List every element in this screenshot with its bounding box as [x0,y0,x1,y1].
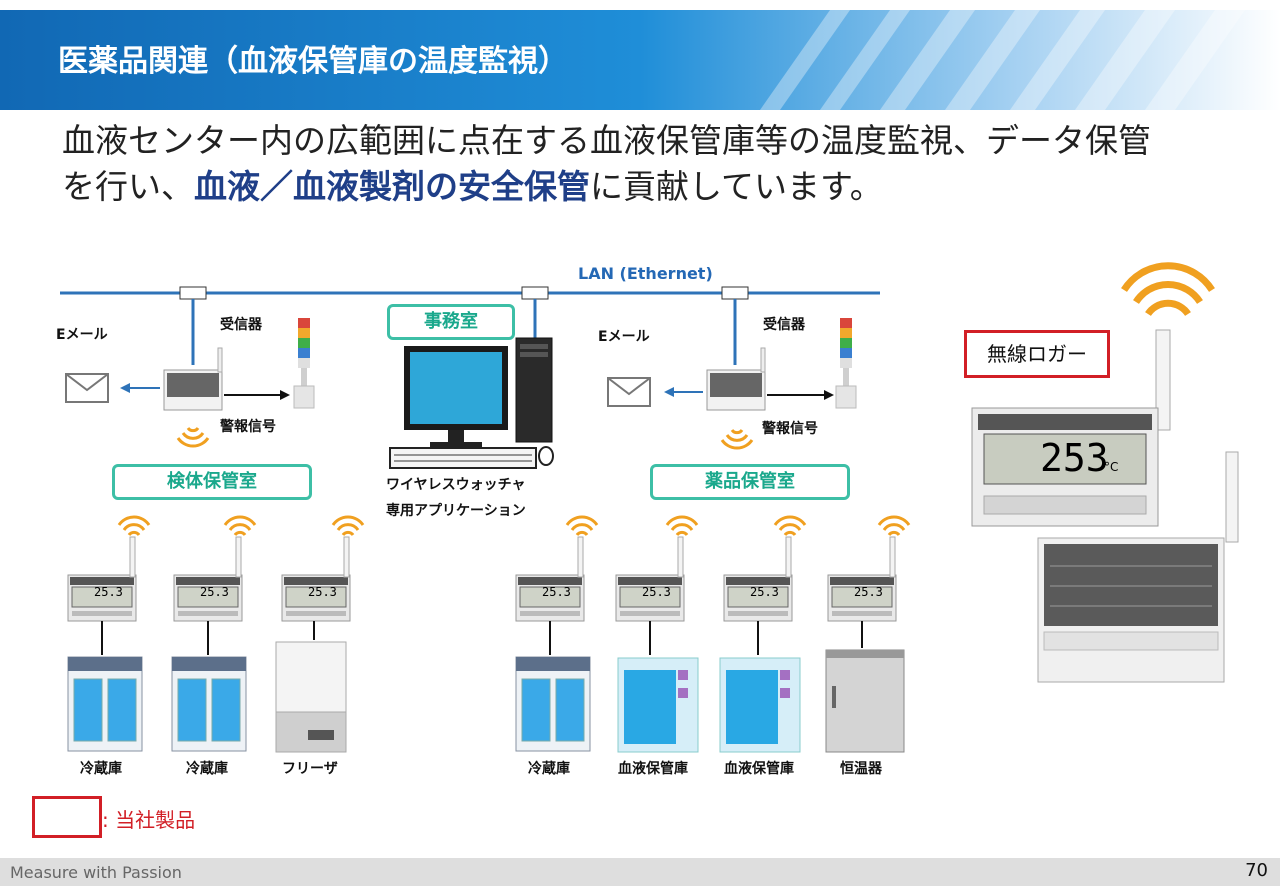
logger-left-1 [67,536,137,622]
equip-label-left-2: 冷蔵庫 [186,761,228,777]
large-logger-wifi-icon [1121,262,1215,317]
large-receiver-antenna [1225,451,1239,543]
lan-node-center [521,286,549,300]
large-receiver-device [1037,537,1225,683]
lcd-left-1: 25.3 [94,585,123,599]
fridge-left-1 [67,656,143,752]
large-lcd-value: 253 [1040,436,1109,480]
equip-label-left-1: 冷蔵庫 [80,761,122,777]
blood-bank-right-1 [617,657,699,753]
office-pc [389,337,554,469]
receiver-label-left: 受信器 [220,317,262,333]
lan-label: LAN (Ethernet) [578,264,713,283]
equip-label-right-4: 恒温器 [840,761,882,777]
email-label-right: Eメール [598,329,650,345]
header-banner [0,10,1280,110]
legend-text: : 当社製品 [102,808,196,832]
logger-right-2 [615,536,685,622]
lcd-right-4: 25.3 [854,585,883,599]
office-room-label: 事務室 [387,304,515,340]
legend-swatch [32,796,102,838]
freezer-left [275,641,347,753]
page-number: 70 [1245,860,1268,881]
header-background [0,10,1280,110]
receiver-label-right: 受信器 [763,317,805,333]
intro-line-1: 血液センター内の広範囲に点在する血液保管庫等の温度監視、データ保管 [62,121,1151,160]
intro-emphasis: 血液／血液製剤の安全保管 [194,167,590,206]
logger-right-3 [723,536,793,622]
email-label-left: Eメール [56,327,108,343]
alarm-label-right: 警報信号 [762,421,818,437]
intro-text: 血液センター内の広範囲に点在する血液保管庫等の温度監視、データ保管 を行い、血液… [62,118,1262,210]
signal-tower-left [293,317,315,409]
large-logger-antenna [1155,329,1171,431]
equip-label-right-1: 冷蔵庫 [528,761,570,777]
logger-right-1 [515,536,585,622]
lcd-right-2: 25.3 [642,585,671,599]
footer-bar [0,858,1280,886]
email-icon-right [607,377,651,407]
logger-left-3 [281,536,351,622]
alarm-label-left: 警報信号 [220,419,276,435]
lan-node-right [721,286,749,300]
app-label-2: 専用アプリケーション [386,503,526,519]
page-title: 医薬品関連（血液保管庫の温度監視） [58,36,568,80]
signal-tower-right [835,317,857,409]
title-sub: （血液保管庫の温度監視） [208,44,568,79]
pharma-room-label: 薬品保管室 [650,464,850,500]
specimen-room-label: 検体保管室 [112,464,312,500]
equip-label-right-3: 血液保管庫 [724,761,794,777]
app-label-1: ワイヤレスウォッチャ [386,477,526,493]
fridge-left-2 [171,656,247,752]
wireless-logger-label: 無線ロガー [964,330,1110,378]
title-main: 医薬品関連 [58,44,208,79]
incubator-right [825,649,905,753]
receiver-right-wave-icon [720,428,754,450]
logger-right-4 [827,536,897,622]
footer-tagline: Measure with Passion [10,863,182,882]
lcd-right-1: 25.3 [542,585,571,599]
equip-label-right-2: 血液保管庫 [618,761,688,777]
equip-label-left-3: フリーザ [282,761,338,777]
large-lcd-unit: °C [1104,460,1119,474]
fridge-right-1 [515,656,591,752]
lcd-right-3: 25.3 [750,585,779,599]
email-icon-left [65,373,109,403]
lcd-left-3: 25.3 [308,585,337,599]
receiver-left-wave-icon [176,426,210,448]
lcd-left-2: 25.3 [200,585,229,599]
lan-node-left [179,286,207,300]
large-logger-device [971,407,1159,527]
logger-left-2 [173,536,243,622]
blood-bank-right-2 [719,657,801,753]
intro-line-2: を行い、血液／血液製剤の安全保管に貢献しています。 [62,167,883,206]
